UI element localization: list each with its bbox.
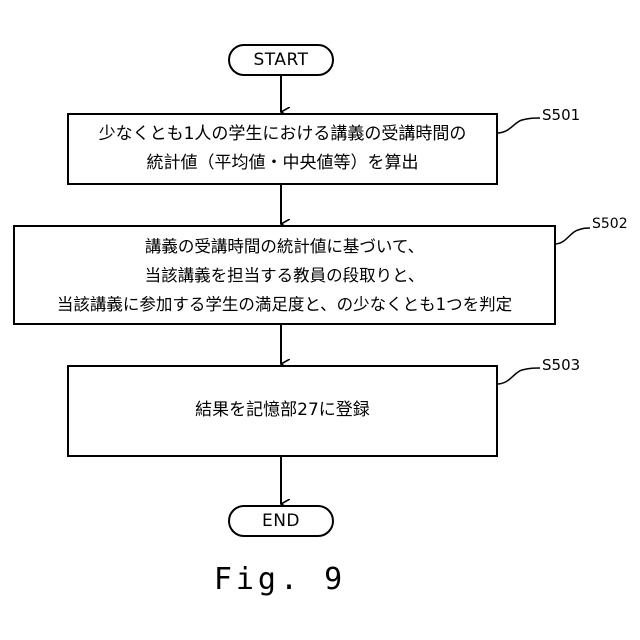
step-s502-line-2: 当該講義を担当する教員の段取りと、 [14, 261, 555, 290]
leader-s503 [497, 368, 540, 384]
leader-s501 [497, 118, 540, 133]
step-id-s503: S503 [542, 356, 580, 374]
start-label: START [229, 49, 333, 71]
step-s501-line-2: 統計値（平均値・中央値等）を算出 [68, 149, 497, 178]
step-s501-text: 少なくとも1人の学生における講義の受講時間の 統計値（平均値・中央値等）を算出 [68, 120, 497, 178]
step-s503-line-1: 結果を記憶部27に登録 [68, 396, 497, 425]
step-s502-line-3: 当該講義に参加する学生の満足度と、の少なくとも1つを判定 [14, 290, 555, 319]
figure-caption: Fig. 9 [200, 562, 360, 597]
step-s501-line-1: 少なくとも1人の学生における講義の受講時間の [68, 120, 497, 149]
step-s502-text: 講義の受講時間の統計値に基づいて、 当該講義を担当する教員の段取りと、 当該講義… [14, 232, 555, 319]
step-id-s502: S502 [592, 216, 628, 232]
leader-s502 [555, 228, 590, 244]
end-label: END [229, 510, 333, 532]
step-s503-text: 結果を記憶部27に登録 [68, 396, 497, 425]
step-id-s501: S501 [542, 106, 580, 124]
step-s502-line-1: 講義の受講時間の統計値に基づいて、 [14, 232, 555, 261]
